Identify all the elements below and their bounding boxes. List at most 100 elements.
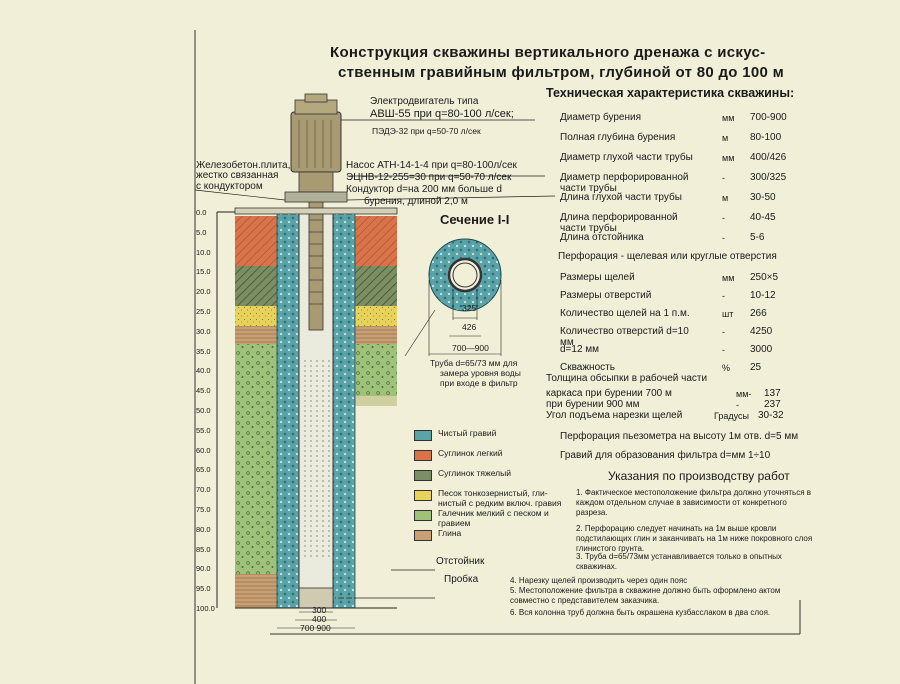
motor-label-3: ПЭДЭ-32 при q=50-70 л/сек xyxy=(372,126,481,136)
spec-unit: - xyxy=(722,291,725,301)
spec-name: d=12 мм xyxy=(560,344,600,355)
spec-name: Диаметр перфорированной части трубы xyxy=(560,172,689,194)
legend-swatch xyxy=(414,530,432,541)
soil-right xyxy=(355,216,397,406)
gravel-text: Гравий для образования фильтра d=мм 1÷10 xyxy=(560,450,771,461)
spec-unit: - xyxy=(722,327,725,337)
legend-label: Глина xyxy=(438,528,462,538)
depth-tick-label: 0.0 xyxy=(196,208,207,217)
legend-swatch xyxy=(414,430,432,441)
spec-value: 137 xyxy=(764,388,781,399)
borehole-diagram xyxy=(195,93,556,629)
pump-label-4: бурения, длиной 2,0 м xyxy=(364,196,468,207)
depth-tick-label: 90.0 xyxy=(196,564,211,574)
depth-tick-label: 55.0 xyxy=(196,425,211,435)
spec-unit: - xyxy=(722,173,725,183)
plug-label: Пробка xyxy=(444,574,479,585)
spec-unit: % xyxy=(722,363,731,373)
depth-tick-label: 30.0 xyxy=(196,326,211,336)
spec-row: Размеры отверстий-10-12 xyxy=(560,290,860,308)
instruction-item: 2. Перфорацию следует начинать на 1м выш… xyxy=(576,524,813,553)
slot-angle-unit: Градусы xyxy=(714,411,749,421)
instruction-item: 3. Труба d=65/73мм устанавливается тольк… xyxy=(576,552,782,571)
spec-header: Техническая характеристика скважины: xyxy=(546,86,795,100)
spec-name: Размеры щелей xyxy=(560,272,635,283)
legend-swatch xyxy=(414,510,432,521)
section-dim-325: 325 xyxy=(462,303,477,313)
spec-row: Скважность% 25 xyxy=(560,362,860,380)
spec-value: 250×5 xyxy=(750,272,779,283)
slab-label-3: с кондуктором xyxy=(196,181,263,192)
legend-swatch xyxy=(414,470,432,481)
depth-tick-label: 75.0 xyxy=(196,505,211,514)
depth-tick-label: 15.0 xyxy=(196,267,211,277)
spec-value: 300/325 xyxy=(750,172,787,183)
spec-name: Диаметр глухой части трубы xyxy=(560,152,693,163)
spec-value: 40-45 xyxy=(750,212,776,223)
spec-value: 266 xyxy=(750,308,767,319)
depth-tick-label: 25.0 xyxy=(196,307,211,316)
instruction-item: 1. Фактическое местоположение фильтра до… xyxy=(576,488,812,517)
spec-row: Диаметр перфорированной части трубы - 300/… xyxy=(560,172,860,194)
spec-name: Размеры отверстий xyxy=(560,290,652,301)
motor xyxy=(284,93,348,203)
spec-value: 3000 xyxy=(750,344,773,355)
cross-section xyxy=(404,238,502,357)
spec-unit: - xyxy=(722,345,725,355)
legend-label: Чистый гравий xyxy=(438,428,497,438)
spec-unit: мм xyxy=(722,273,735,283)
legend-item: Суглинок легкий xyxy=(414,448,564,468)
spec-unit: - xyxy=(722,233,725,243)
perf-type: Перфорация - щелевая или круглые отверст… xyxy=(558,251,777,262)
spec-name: Скважность xyxy=(560,362,615,373)
spec-value: 237 xyxy=(764,399,781,410)
depth-tick-label: 60.0 xyxy=(196,445,211,455)
spec-name: Полная глубина бурения xyxy=(560,132,676,143)
pipe-label-1: Труба d=65/73 мм для xyxy=(430,358,518,368)
sump-label: Отстойник xyxy=(436,556,485,567)
spec-name: Количество щелей на 1 п.м. xyxy=(560,308,690,319)
section-title: Сечение I-I xyxy=(440,212,510,227)
spec-unit: - xyxy=(736,400,739,410)
instruction-item: 4. Нарезку щелей производить через один … xyxy=(510,576,688,585)
soil-left xyxy=(235,216,277,608)
spec-unit: мм xyxy=(722,113,735,123)
title-line-1: Конструкция скважины вертикального дрена… xyxy=(330,44,766,61)
piezo-text: Перфорация пьезометра на высоту 1м отв. … xyxy=(560,431,799,442)
spec-unit: мм xyxy=(722,153,735,163)
slot-angle-name: Угол подъема нарезки щелей xyxy=(546,410,683,421)
spec-name: при бурении 900 мм xyxy=(546,399,640,410)
spec-row: d=12 мм - 3000 xyxy=(560,344,860,362)
bottom-dim-400: 400 xyxy=(312,614,327,624)
spec-unit: мм- xyxy=(736,389,752,399)
section-dim-700-900: 700—900 xyxy=(452,343,489,353)
spec-value: 5-6 xyxy=(750,232,765,243)
spec-name: Длина перфорированной части трубы xyxy=(560,212,678,234)
spec-name: Длина глухой части трубы xyxy=(560,192,682,203)
legend-swatch xyxy=(414,490,432,501)
bottom-dim-700-900: 700 900 xyxy=(300,623,331,633)
slab-label-2: жестко связанная xyxy=(196,170,279,181)
spec-row: Размеры щелей мм 250×5 xyxy=(560,272,860,290)
legend-item: Песок тонкозернистый, гли-нистый с редки… xyxy=(414,488,564,508)
depth-tick-label: 5.0 xyxy=(196,227,207,237)
instructions-header: Указания по производству работ xyxy=(608,469,790,483)
spec-unit: м xyxy=(722,133,729,143)
section-dim-426: 426 xyxy=(462,322,477,332)
spec-unit: - xyxy=(722,213,725,223)
spec-row: Количество отверстий d=10 мм-4250 xyxy=(560,326,860,348)
thickness-title: Толщина обсыпки в рабочей части xyxy=(546,373,708,384)
spec-value: 25 xyxy=(750,362,762,373)
spec-value: 30-50 xyxy=(750,192,776,203)
pipe-label-3: при входе в фильтр xyxy=(440,378,518,388)
motor-label-2: АВШ-55 при q=80-100 л/сек; xyxy=(370,108,514,120)
